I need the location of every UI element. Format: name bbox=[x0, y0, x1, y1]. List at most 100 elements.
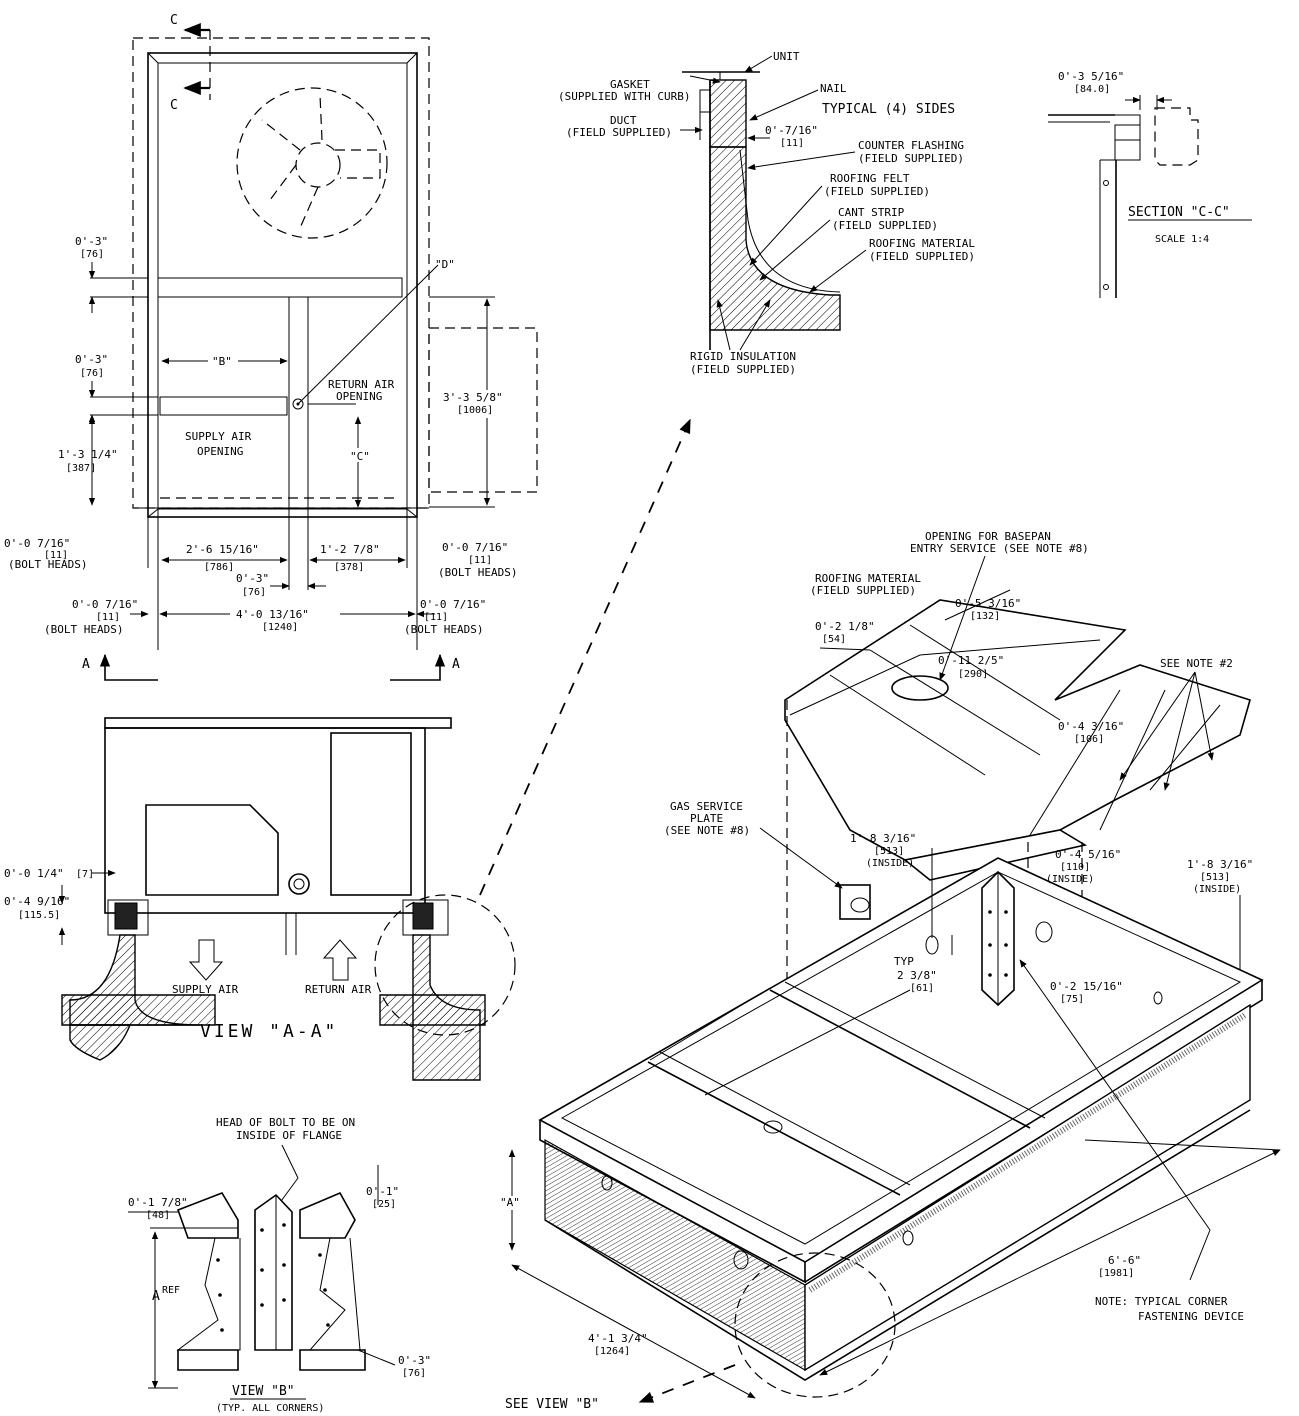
basepan-opening bbox=[891, 675, 949, 701]
iso-width-mm: [1264] bbox=[594, 1346, 630, 1357]
see-view-b: SEE VIEW "B" bbox=[505, 1397, 599, 1412]
iso-dim-290-mm: [290] bbox=[958, 669, 988, 680]
side-panel bbox=[145, 804, 279, 896]
section-c-top: C bbox=[170, 13, 178, 28]
dim-left-3-ft: 1'-3 1/4" bbox=[58, 448, 118, 461]
dim-bottom-3-ft: 0'-3" bbox=[236, 572, 269, 585]
gas-plate-1: GAS SERVICE bbox=[670, 800, 743, 813]
view-aa: SUPPLY AIR RETURN AIR VIEW "A-A" 0'-0 1/… bbox=[4, 418, 691, 1081]
dim-bottom-2-ft: 1'-2 7/8" bbox=[320, 543, 380, 556]
duct-label-2: (FIELD SUPPLIED) bbox=[566, 126, 672, 139]
view-b-head-note-1: HEAD OF BOLT TO BE ON bbox=[216, 1116, 355, 1129]
unit-label: UNIT bbox=[773, 50, 800, 63]
roofing-felt-1: ROOFING FELT bbox=[830, 172, 910, 185]
iso-513r-ft: 1'-8 3/16" bbox=[1187, 858, 1253, 871]
opening-note-1: OPENING FOR BASEPAN bbox=[925, 530, 1051, 543]
corner-circle bbox=[734, 1252, 896, 1398]
dim-bottom-2-mm: [378] bbox=[334, 562, 364, 573]
typical-label: TYPICAL (4) SIDES bbox=[822, 102, 955, 117]
iso-dim-54-mm: [54] bbox=[822, 634, 846, 645]
dim-left-1-ft: 0'-3" bbox=[75, 235, 108, 248]
iso-110-mm: [110] bbox=[1060, 862, 1090, 873]
counter-flashing-1: COUNTER FLASHING bbox=[858, 139, 964, 152]
section-cc: 0'-3 5/16" [84.0] SECTION "C-C" SCALE 1:… bbox=[1048, 70, 1252, 298]
view-b-title: VIEW "B" bbox=[232, 1384, 295, 1399]
dim-overall-mm: [1240] bbox=[262, 622, 298, 633]
iso-dim-132-ft: 0'-5 3/16" bbox=[955, 597, 1021, 610]
view-a-left: A bbox=[82, 657, 90, 672]
iso-513l-mm: [513] bbox=[874, 846, 904, 857]
dim-c-label: "C" bbox=[350, 450, 370, 463]
view-b: HEAD OF BOLT TO BE ON INSIDE OF FLANGE 0… bbox=[128, 1116, 431, 1414]
view-b-dim-1-mm: [48] bbox=[146, 1210, 170, 1221]
right-dashed-box bbox=[428, 327, 538, 493]
bolt-right-ft: 0'-0 7/16" bbox=[442, 541, 508, 554]
dim-left-2-mm: [76] bbox=[80, 368, 104, 379]
curb-outer bbox=[147, 52, 418, 518]
section-cc-dim-ft: 0'-3 5/16" bbox=[1058, 70, 1124, 83]
see-note-2: SEE NOTE #2 bbox=[1160, 657, 1233, 670]
iso-110-ft: 0'-4 5/16" bbox=[1055, 848, 1121, 861]
bolt-left-2-ft: 0'-0 7/16" bbox=[72, 598, 138, 611]
divider-rail bbox=[288, 296, 309, 510]
view-aa-dim-1-mm: [7] bbox=[76, 869, 94, 880]
iso-75-mm: [75] bbox=[1060, 994, 1084, 1005]
bolt-left-ft: 0'-0 7/16" bbox=[4, 537, 70, 550]
dim-left-2-ft: 0'-3" bbox=[75, 353, 108, 366]
iso-length-ft: 6'-6" bbox=[1108, 1254, 1141, 1267]
iso-length-mm: [1981] bbox=[1098, 1268, 1134, 1279]
return-opening-label-2: OPENING bbox=[336, 390, 382, 403]
view-b-subtitle: (TYP. ALL CORNERS) bbox=[216, 1403, 324, 1414]
roofing-felt-2: (FIELD SUPPLIED) bbox=[824, 185, 930, 198]
gas-plate-3: (SEE NOTE #8) bbox=[664, 824, 750, 837]
dim-overall-ft: 4'-0 13/16" bbox=[236, 608, 309, 621]
view-aa-title: VIEW "A-A" bbox=[200, 1021, 338, 1042]
dim-right-mm: [1006] bbox=[457, 405, 493, 416]
iso-61-mm: [61] bbox=[910, 983, 934, 994]
bolt-right-2-note: (BOLT HEADS) bbox=[404, 623, 483, 636]
dim-left-3-mm: [387] bbox=[66, 463, 96, 474]
supply-opening-label-1: SUPPLY AIR bbox=[185, 430, 252, 443]
cross-rail bbox=[157, 277, 403, 298]
view-aa-dim-2-mm: [115.5] bbox=[18, 910, 60, 921]
iso-width-ft: 4'-1 3/4" bbox=[588, 1332, 648, 1345]
point-d-marker bbox=[292, 398, 304, 410]
bolt-right-2-mm: [11] bbox=[424, 612, 448, 623]
view-b-a-label: A bbox=[152, 1289, 160, 1304]
detail-circle bbox=[374, 894, 516, 1036]
view-b-dim-2-mm: [25] bbox=[372, 1199, 396, 1210]
view-b-ref-label: REF bbox=[162, 1285, 180, 1296]
roof-sheet bbox=[784, 599, 1251, 861]
view-b-dim-3-ft: 0'-3" bbox=[398, 1354, 431, 1367]
iso-513r-mm: [513] bbox=[1200, 872, 1230, 883]
iso-dim-132-mm: [132] bbox=[970, 611, 1000, 622]
dim-bottom-1-mm: [786] bbox=[204, 562, 234, 573]
isometric-curb: "A" 6'-6" [1981] 4'-1 3/4" [1264] SEE VI… bbox=[500, 530, 1281, 1412]
corner-note-1: NOTE: TYPICAL CORNER bbox=[1095, 1295, 1228, 1308]
corner-note-2: FASTENING DEVICE bbox=[1138, 1310, 1244, 1323]
section-cc-scale: SCALE 1:4 bbox=[1155, 234, 1209, 245]
supply-opening-label-2: OPENING bbox=[197, 445, 243, 458]
view-b-head-note-2: INSIDE OF FLANGE bbox=[236, 1129, 342, 1142]
iso-75-ft: 0'-2 15/16" bbox=[1050, 980, 1123, 993]
curb-detail: UNIT GASKET (SUPPLIED WITH CURB) NAIL TY… bbox=[558, 50, 975, 376]
iso-dim-a: "A" bbox=[500, 1196, 520, 1209]
iso-513l-ft: 1'-8 3/16" bbox=[850, 832, 916, 845]
opening-note-2: ENTRY SERVICE (SEE NOTE #8) bbox=[910, 542, 1089, 555]
nail-label: NAIL bbox=[820, 82, 847, 95]
duct-label-1: DUCT bbox=[610, 114, 637, 127]
iso-dim-290-ft: 0'-11 2/5" bbox=[938, 654, 1004, 667]
gasket-label-2: (SUPPLIED WITH CURB) bbox=[558, 90, 690, 103]
iso-dim-106-mm: [106] bbox=[1074, 734, 1104, 745]
dim-right-ft: 3'-3 5/8" bbox=[443, 391, 503, 404]
insulation-section bbox=[709, 146, 841, 331]
cant-strip-2: (FIELD SUPPLIED) bbox=[832, 219, 938, 232]
point-d-label: "D" bbox=[435, 258, 455, 271]
view-b-dim-2-ft: 0'-1" bbox=[366, 1185, 399, 1198]
supply-air-label: SUPPLY AIR bbox=[172, 983, 239, 996]
gas-plate bbox=[839, 884, 871, 920]
bolt-left-note: (BOLT HEADS) bbox=[8, 558, 87, 571]
view-aa-dim-2-ft: 0'-4 9/16" bbox=[4, 895, 70, 908]
dim-b-label: "B" bbox=[212, 355, 232, 368]
